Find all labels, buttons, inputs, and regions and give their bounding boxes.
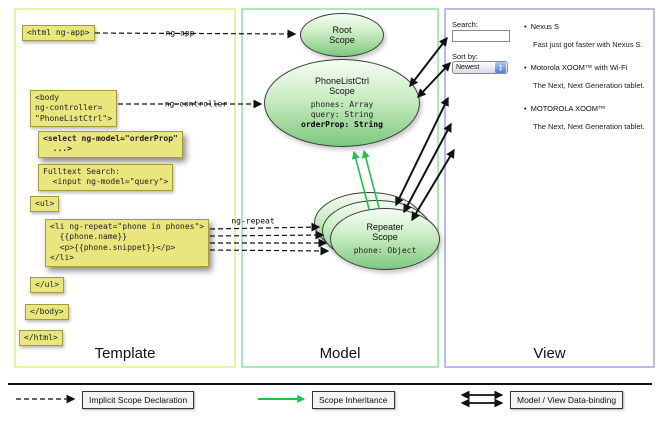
list-item: • Nexus S Fast just got faster with Nexu… [524, 22, 654, 49]
bullet-icon: • [524, 22, 527, 31]
phone-title-row: • MOTOROLA XOOM™ [524, 104, 654, 113]
search-input[interactable] [452, 30, 510, 42]
repeater-scope-title2: Scope [372, 232, 398, 242]
ng-controller-label: ng-controller [164, 99, 228, 109]
template-column-label: Template [94, 345, 156, 362]
phone-title-row: • Nexus S [524, 22, 654, 31]
code-html-open: <html ng-app> [22, 25, 95, 42]
root-scope-ellipse: Root Scope [300, 13, 384, 57]
scope-prop-phone: phone: Object [353, 246, 417, 256]
dropdown-arrows-icon: ▴ ▾ [495, 62, 506, 73]
ng-app-label: ng-app [165, 28, 195, 38]
search-label: Search: [452, 20, 478, 29]
phone-title-row: • Motorola XOOM™ with Wi-Fi [524, 63, 654, 72]
phonelistctrl-scope-title: PhoneListCtrl [314, 75, 370, 86]
phone-list: • Nexus S Fast just got faster with Nexu… [524, 22, 654, 145]
sort-dropdown[interactable]: Newest ▴ ▾ [452, 61, 508, 74]
code-body-close: </body> [25, 304, 69, 321]
phonelistctrl-scope-title2: Scope [329, 86, 355, 96]
repeater-scope-ellipse: Repeater Scope phone: Object [330, 208, 440, 270]
phone-name: MOTOROLA XOOM™ [530, 104, 606, 113]
legend-scope-inheritance: Scope Inheritance [312, 391, 395, 409]
legend-implicit-scope-declaration: Implicit Scope Declaration [82, 391, 195, 409]
dropdown-down-icon: ▾ [499, 66, 502, 73]
list-item: • MOTOROLA XOOM™ The Next, Next Generati… [524, 104, 654, 131]
sort-by-label: Sort by: [452, 52, 478, 61]
root-scope-title2: Scope [329, 35, 355, 45]
bullet-icon: • [524, 104, 527, 113]
phone-snippet: Fast just got faster with Nexus S. [533, 40, 643, 49]
phone-snippet: The Next, Next Generation tablet. [533, 122, 645, 131]
sort-dropdown-value: Newest [456, 64, 480, 71]
bullet-icon: • [524, 63, 527, 72]
scope-prop-orderprop: orderProp: String [301, 120, 383, 130]
view-column-label: View [533, 345, 566, 362]
scope-prop-query: query: String [310, 110, 374, 120]
code-ul-open: <ul> [30, 196, 60, 213]
code-fulltext-search-input: Fulltext Search: <input ng-model="query"… [38, 164, 174, 191]
model-column-label: Model [319, 345, 361, 362]
code-li-ng-repeat: <li ng-repeat="phone in phones"> {{phone… [45, 219, 210, 267]
root-scope-title: Root [332, 24, 352, 35]
phonelistctrl-scope-ellipse: PhoneListCtrl Scope phones: Array query:… [264, 59, 420, 147]
phone-name: Nexus S [530, 22, 559, 31]
phone-name: Motorola XOOM™ with Wi-Fi [530, 63, 628, 72]
code-html-close: </html> [19, 330, 63, 347]
code-ul-close: </ul> [30, 277, 65, 294]
ng-repeat-label: ng-repeat [231, 216, 275, 226]
code-select-ng-model: <select ng-model="orderProp" ...> [38, 131, 183, 158]
list-item: • Motorola XOOM™ with Wi-Fi The Next, Ne… [524, 63, 654, 90]
code-body-ng-controller: <body ng-controller= "PhoneListCtrl"> [30, 90, 118, 128]
repeater-scope-title: Repeater [366, 221, 404, 232]
legend-model-view-data-binding: Model / View Data-binding [510, 391, 624, 409]
dropdown-up-icon: ▴ [499, 62, 502, 69]
phone-snippet: The Next, Next Generation tablet. [533, 81, 645, 90]
scope-prop-phones: phones: Array [310, 100, 374, 110]
